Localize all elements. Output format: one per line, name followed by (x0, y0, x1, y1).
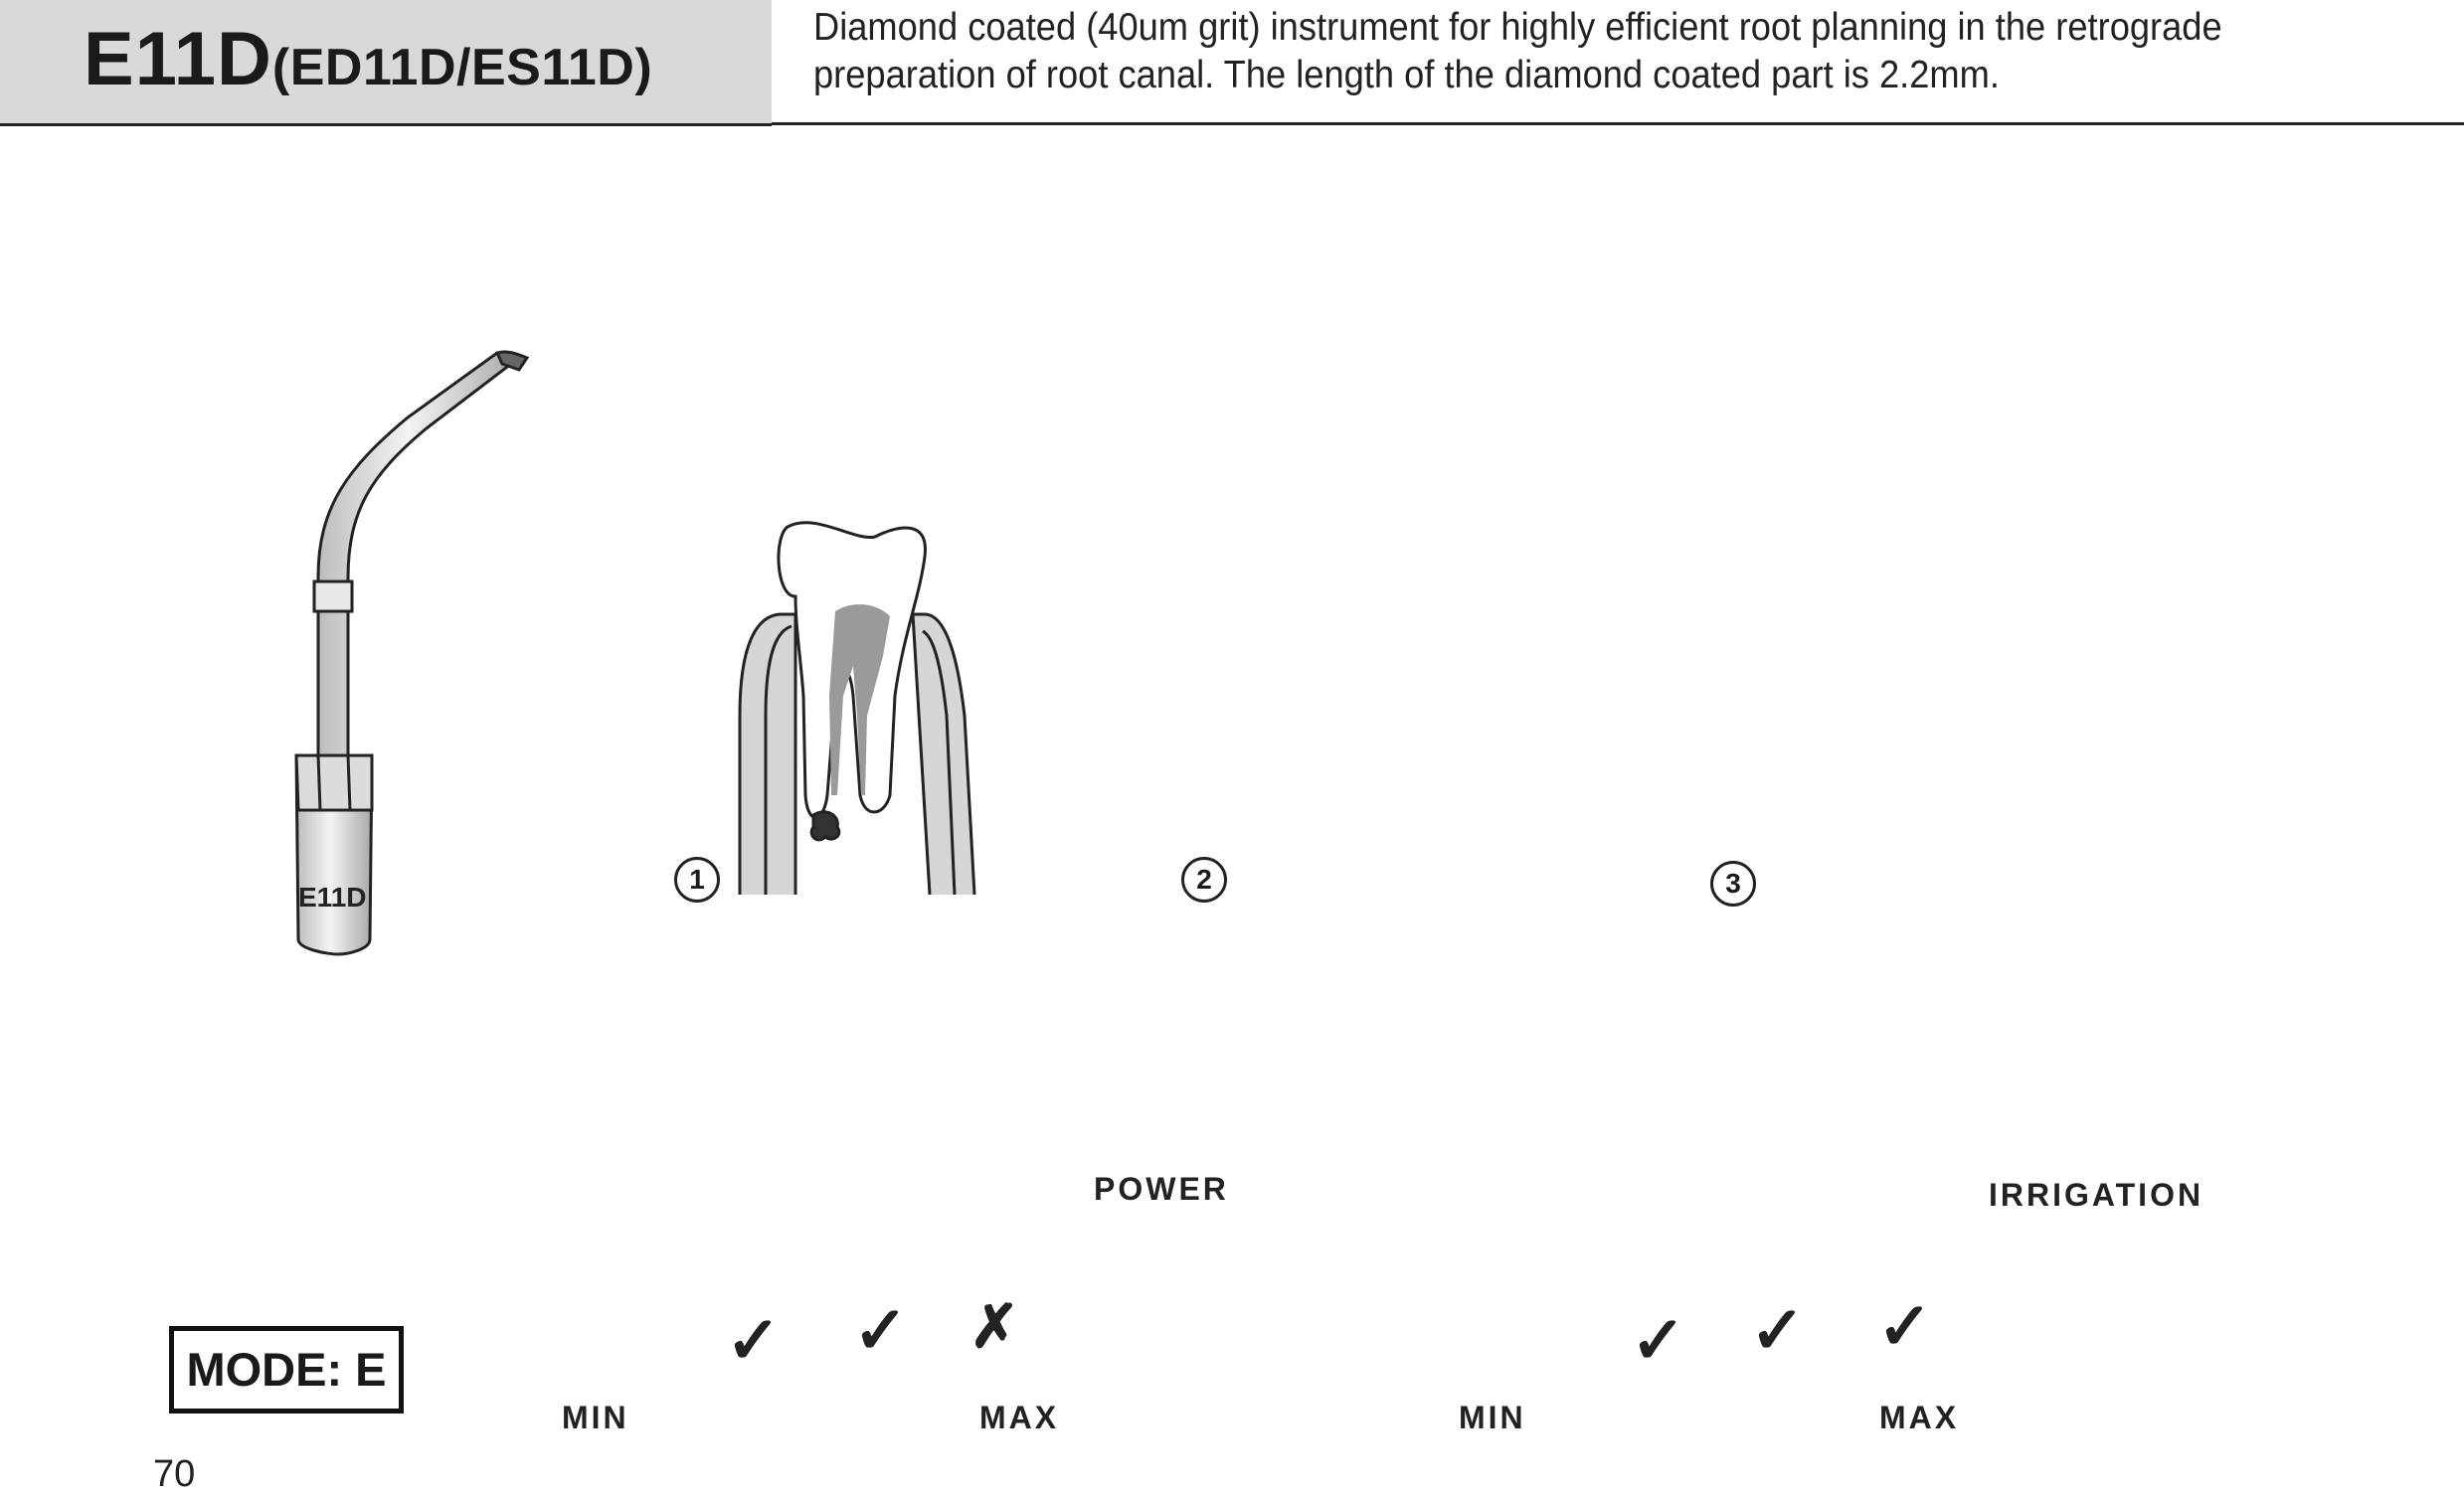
tip-engraving-label: E11D (298, 882, 367, 913)
step-3-badge: 3 (1710, 861, 1756, 907)
power-heading: POWER (1094, 1171, 1229, 1207)
description-line-2: preparation of root canal. The length of… (813, 54, 2000, 96)
step-2-badge: 2 (1181, 857, 1227, 903)
product-code-title: E11D(ED11D/ES11D) (84, 22, 652, 97)
irrigation-max-label: MAX (1879, 1400, 1960, 1435)
power-level-low-mark: ✓ (726, 1303, 782, 1377)
header-divider (772, 122, 2464, 125)
product-aliases: (ED11D/ES11D) (271, 39, 653, 96)
power-level-mid-mark: ✓ (853, 1293, 909, 1367)
power-level-high-mark: ✗ (969, 1293, 1020, 1360)
power-min-label: MIN (562, 1400, 629, 1435)
irrigation-level-low-mark: ✓ (1631, 1303, 1686, 1377)
power-max-label: MAX (979, 1400, 1060, 1435)
irrigation-level-high-mark: ✓ (1877, 1289, 1933, 1363)
description-line-1: Diamond coated (40um grit) instrument fo… (813, 6, 2222, 49)
irrigation-min-label: MIN (1459, 1400, 1526, 1435)
irrigation-level-mid-mark: ✓ (1750, 1293, 1806, 1367)
mode-label: MODE: E (169, 1326, 404, 1413)
product-code: E11D (84, 17, 272, 101)
product-header: E11D(ED11D/ES11D) (0, 0, 772, 126)
tooth-apex-lesion-icon (738, 521, 976, 896)
ultrasonic-tip-icon (294, 350, 530, 956)
step-1-badge: 1 (674, 857, 720, 903)
irrigation-heading: IRRIGATION (1989, 1177, 2204, 1213)
page-number: 70 (153, 1453, 196, 1495)
